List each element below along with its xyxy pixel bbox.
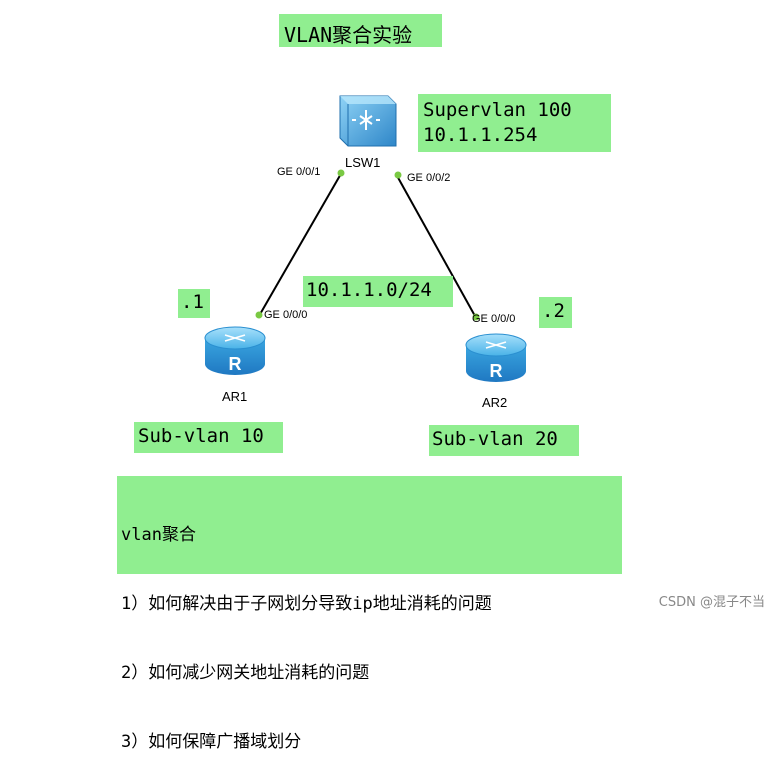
link-lsw1-ar1 (258, 171, 343, 317)
page-title: VLAN聚合实验 (279, 14, 442, 47)
lsw1-name: LSW1 (345, 155, 381, 170)
ar2-ip-suffix: .2 (539, 297, 572, 328)
ar2-port-label: GE 0/0/0 (472, 313, 516, 325)
port-dot-ar2 (472, 313, 480, 321)
supervlan-name: Supervlan 100 (423, 99, 572, 121)
watermark: CSDN @混子不当 (658, 595, 765, 610)
notes-box: vlan聚合 1）如何解决由于子网划分导致ip地址消耗的问题 2）如何减少网关地… (117, 476, 622, 752)
topology-diagram: R R (204, 95, 527, 382)
port-dot-lsw1-left (337, 169, 345, 177)
ar1-subvlan-label: Sub-vlan 10 (134, 422, 283, 453)
ar2-name: AR2 (482, 395, 508, 410)
notes-line: 1）如何解决由于子网划分导致ip地址消耗的问题 (121, 594, 492, 614)
lsw1-port-right-label: GE 0/0/2 (407, 172, 451, 184)
lsw1-port-left-label: GE 0/0/1 (277, 166, 321, 178)
router-icon[interactable]: R (204, 326, 266, 375)
supervlan-label: Supervlan 100 10.1.1.254 (418, 94, 611, 152)
notes-line: 2）如何减少网关地址消耗的问题 (121, 663, 370, 683)
svg-text:R: R (229, 354, 242, 374)
ar1-name: AR1 (222, 389, 248, 404)
notes-line: 3）如何保障广播域划分 (121, 732, 302, 752)
port-dot-ar1 (255, 311, 263, 319)
ar2-subvlan-label: Sub-vlan 20 (429, 425, 579, 456)
notes-line: vlan聚合 (121, 525, 196, 545)
ar1-ip-suffix: .1 (178, 289, 210, 318)
port-dot-lsw1-right (394, 171, 402, 179)
supervlan-ip: 10.1.1.254 (423, 124, 538, 146)
subnet-label: 10.1.1.0/24 (303, 276, 453, 307)
ar1-port-label: GE 0/0/0 (264, 309, 308, 321)
switch-icon[interactable] (339, 95, 397, 147)
router-icon[interactable]: R (465, 333, 527, 382)
svg-text:R: R (490, 361, 503, 381)
link-lsw1-ar2 (395, 173, 476, 317)
